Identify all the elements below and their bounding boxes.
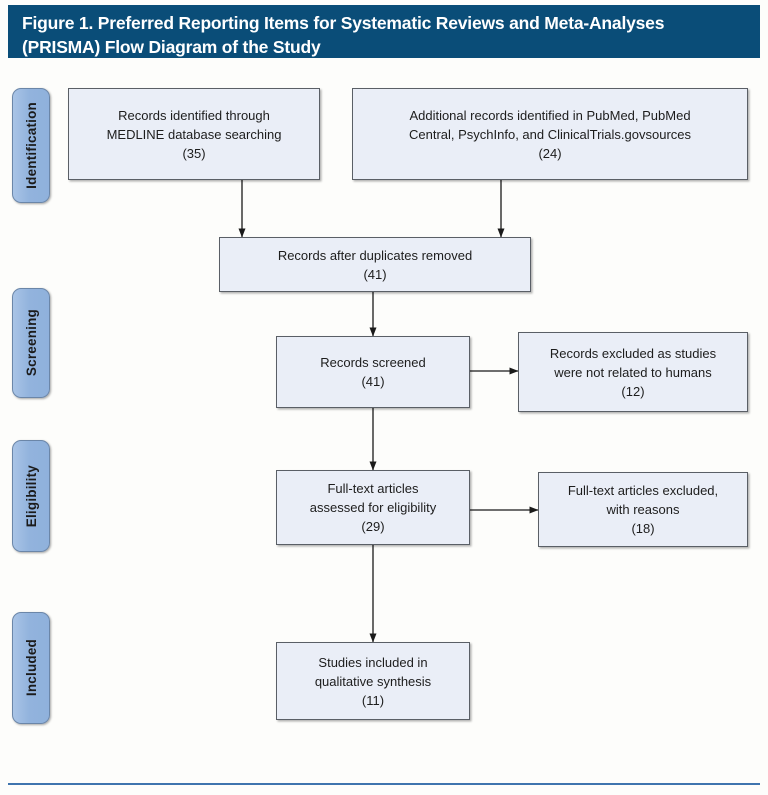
stage-label-identification: Identification [23, 102, 39, 189]
stage-label-included: Included [23, 639, 39, 697]
box-text-records-excluded: Records excluded as studies were not rel… [549, 345, 717, 399]
box-text-full-text-assessed: Full-text articles assessed for eligibil… [309, 481, 437, 534]
figure-title-bar: Figure 1. Preferred Reporting Items for … [8, 5, 760, 58]
stage-pill-included: Included [12, 612, 50, 724]
figure-bottom-rule [8, 783, 760, 785]
box-text-full-text-excluded: Full-text articles excluded, with reason… [567, 483, 719, 536]
box-text-records-screened: Records screened (41) [320, 355, 426, 389]
box-text-studies-included: Studies included in qualitative synthesi… [314, 654, 432, 708]
box-additional-records: Additional records identified in PubMed,… [352, 88, 748, 180]
box-records-after-duplicates-removed: Records after duplicates removed (41) [219, 237, 531, 292]
box-text-records-after-duplicates-removed: Records after duplicates removed (41) [277, 247, 473, 282]
stage-label-screening: Screening [23, 309, 39, 377]
box-records-screened: Records screened (41) [276, 336, 470, 408]
box-full-text-excluded: Full-text articles excluded, with reason… [538, 472, 748, 547]
box-text-records-identified-medline: Records identified through MEDLINE datab… [106, 107, 282, 161]
box-studies-included: Studies included in qualitative synthesi… [276, 642, 470, 720]
stage-pill-identification: Identification [12, 88, 50, 203]
stage-label-eligibility: Eligibility [23, 464, 39, 528]
box-records-excluded: Records excluded as studies were not rel… [518, 332, 748, 412]
box-records-identified-medline: Records identified through MEDLINE datab… [68, 88, 320, 180]
figure-title: Figure 1. Preferred Reporting Items for … [22, 13, 665, 57]
box-text-additional-records: Additional records identified in PubMed,… [408, 107, 692, 161]
stage-pill-screening: Screening [12, 288, 50, 398]
stage-pill-eligibility: Eligibility [12, 440, 50, 552]
box-full-text-assessed: Full-text articles assessed for eligibil… [276, 470, 470, 545]
